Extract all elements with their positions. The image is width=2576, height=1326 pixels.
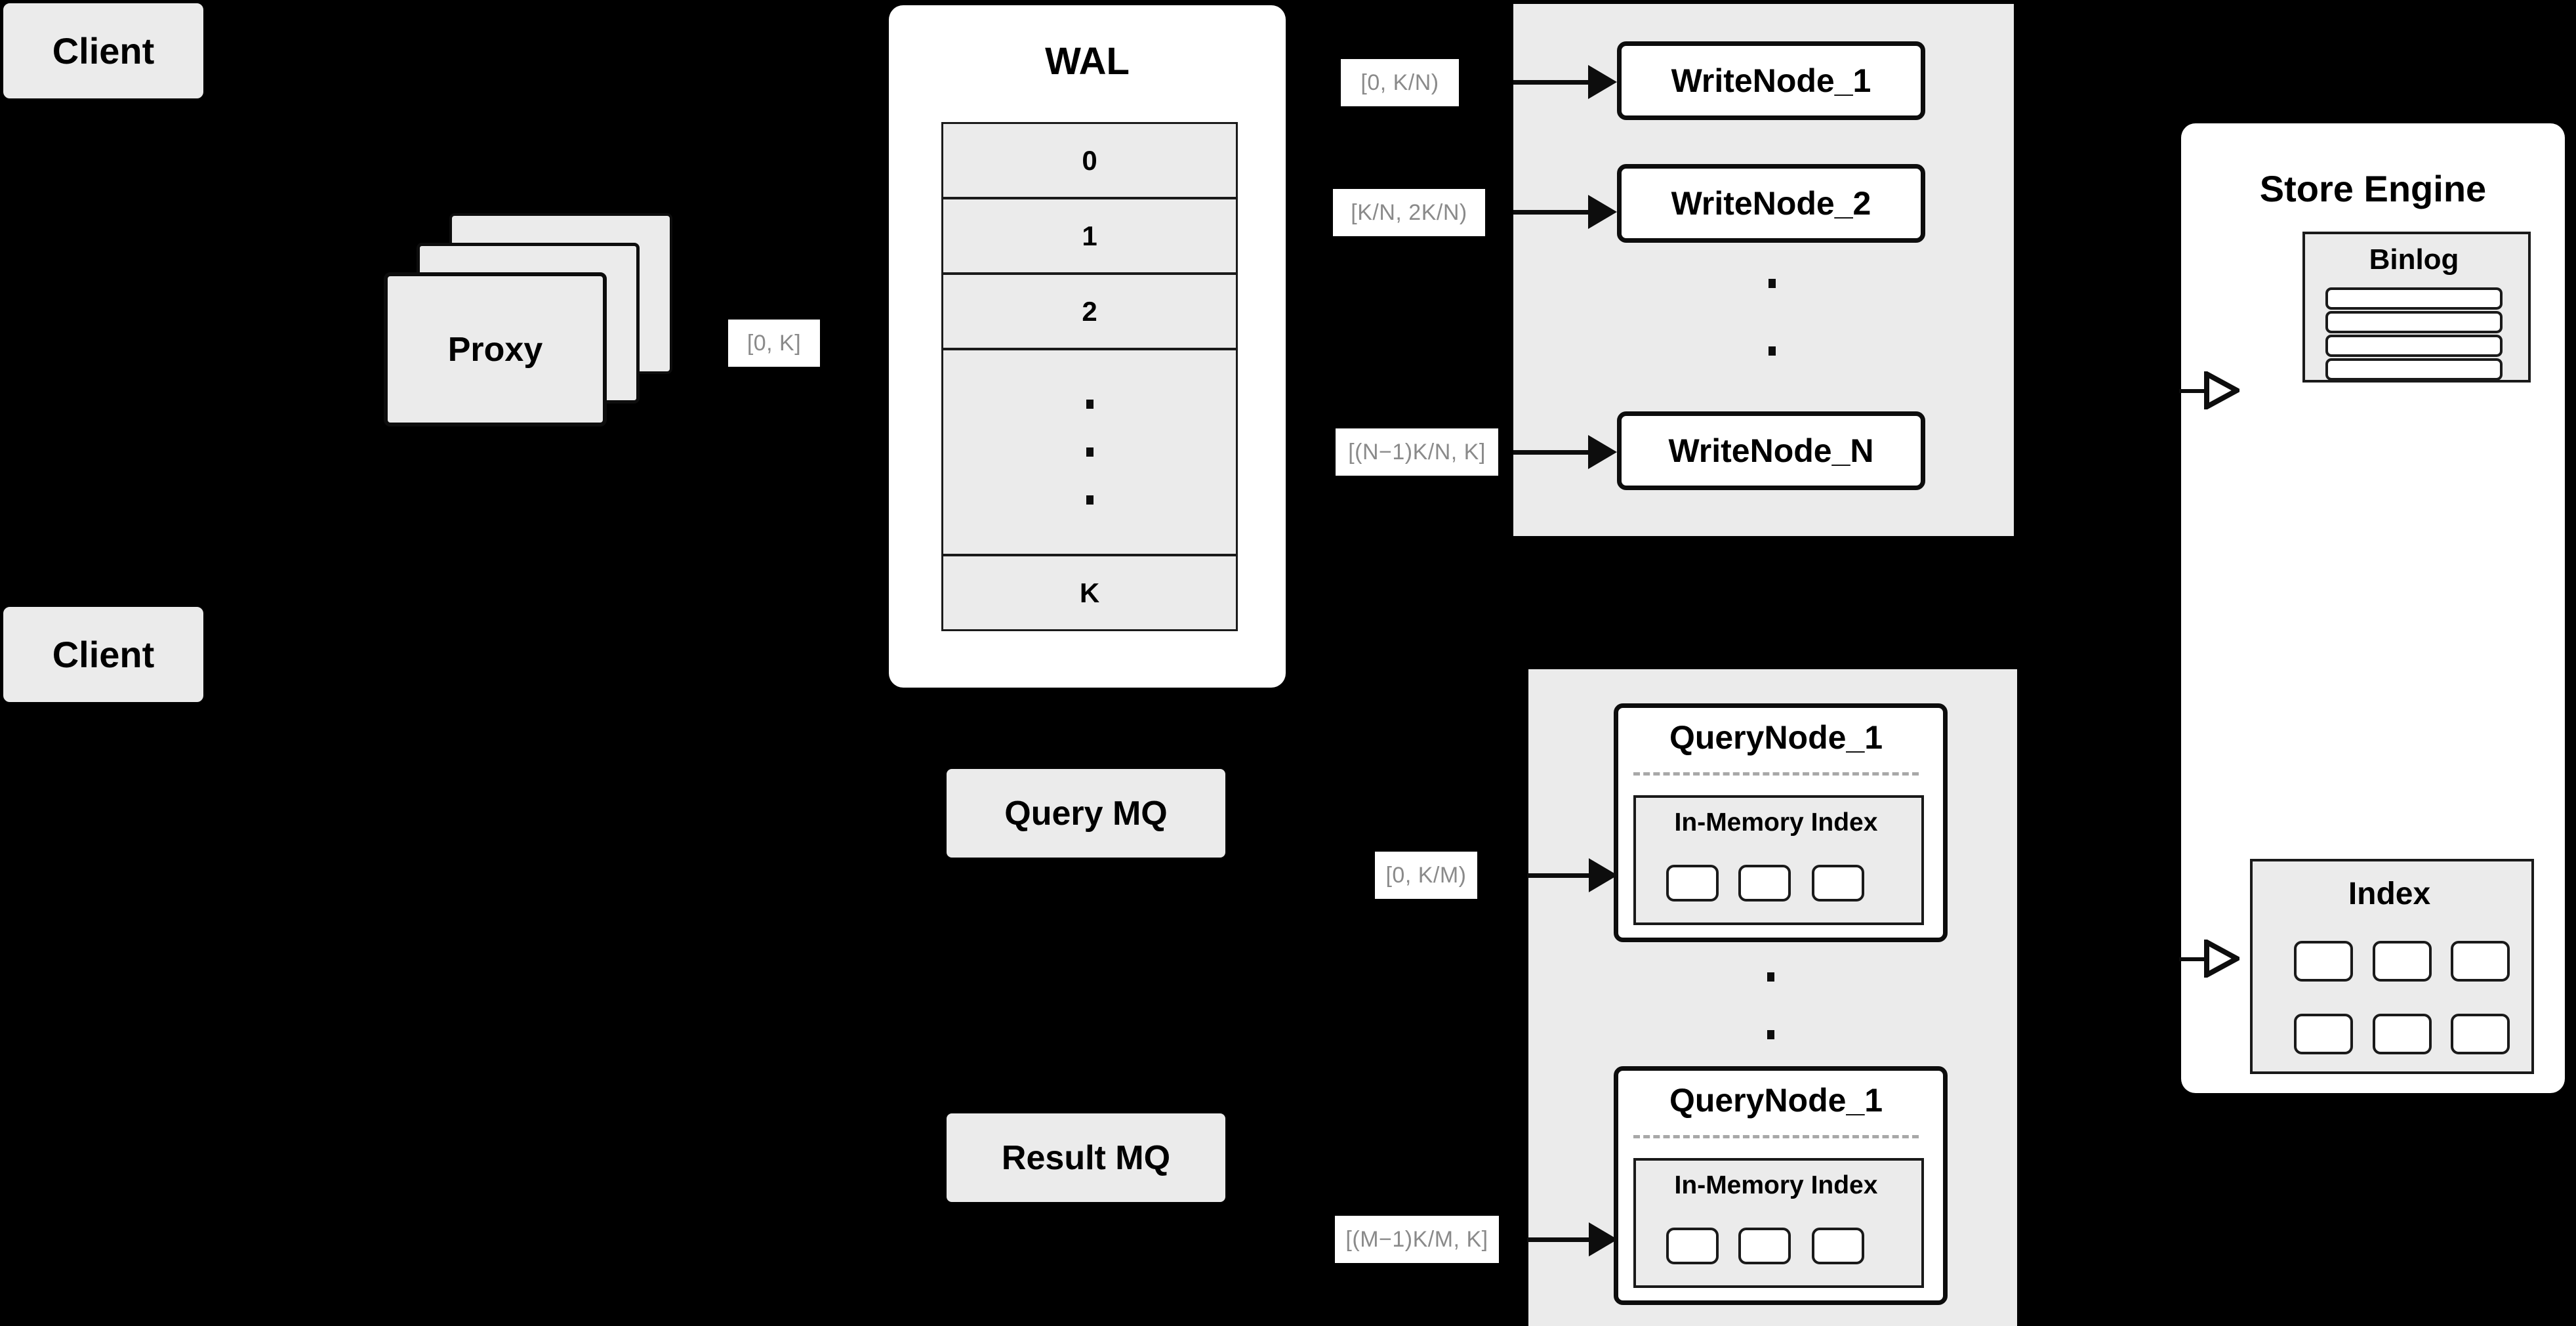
client-box-2[interactable]: Client [3,607,203,702]
index-shard-slot [1738,1228,1791,1264]
arrow-line-writenode-2 [1513,210,1592,215]
proxy-stack[interactable]: Proxy [384,213,676,426]
arrow-head-writenode-2 [1588,195,1617,229]
write-group-ellipsis [1767,279,1776,423]
store-index-cell [2451,941,2510,982]
arrow-line-writenode-n [1513,450,1592,455]
binlog-row [2325,287,2503,310]
client-box-1[interactable]: Client [3,3,203,98]
binlog-title: Binlog [2369,243,2459,276]
store-index-cell [2373,1014,2432,1054]
edge-label-querynode-2: [(M−1)K/M, K] [1335,1216,1499,1263]
store-engine-title: Store Engine [2259,168,2487,209]
ellipsis-dot [1086,495,1094,505]
store-index-title: Index [2348,877,2431,911]
arrow-head-open-to-binlog [2204,371,2239,409]
querynode-2-separator [1633,1135,1919,1138]
index-shard-slot [1812,865,1864,901]
ellipsis-dot [1086,447,1094,457]
edge-label-querynode-1: [0, K/M) [1375,852,1477,899]
edge-label-writenode-n: [(N−1)K/N, K] [1336,428,1498,476]
binlog-row [2325,335,2503,357]
querynode-2-inmemory-index [1633,1158,1924,1288]
wal-cell-0: 0 [941,122,1238,199]
edge-label-writenode-1: [0, K/N) [1341,59,1459,106]
index-shard-slot [1666,1228,1719,1264]
ellipsis-dot [1767,1030,1774,1039]
wal-cell-1: 1 [941,197,1238,274]
query-mq-label: Query MQ [1004,794,1168,833]
arrow-line-writenode-1 [1513,80,1592,85]
client-label-1: Client [52,30,155,72]
edge-label-proxy-to-wal-text: [0, K] [746,330,802,356]
writenode-n-label: WriteNode_N [1668,432,1874,469]
querynode-1-separator [1633,772,1919,776]
arrow-line-querynode-2 [1527,1237,1593,1242]
ellipsis-dot [1767,972,1774,982]
proxy-card-front[interactable]: Proxy [384,272,607,426]
result-mq-label: Result MQ [1001,1138,1171,1177]
proxy-label: Proxy [447,330,543,369]
ellipsis-dot [1086,400,1094,409]
arrow-head-open-to-store-index [2204,940,2239,978]
querynode-1-label: QueryNode_1 [1669,719,1883,756]
wal-cell-ellipsis [941,348,1238,556]
store-index-cell [2373,941,2432,982]
result-mq-box[interactable]: Result MQ [947,1113,1225,1202]
writenode-n[interactable]: WriteNode_N [1617,411,1925,490]
querynode-1-inmemory-index-title: In-Memory Index [1674,808,1878,837]
arrow-line-to-store-index [2179,957,2207,961]
arrow-head-writenode-1 [1588,65,1617,99]
client-label-2: Client [52,634,155,675]
arrow-line-to-binlog [2179,389,2207,393]
store-index-cell [2294,1014,2353,1054]
index-shard-slot [1812,1228,1864,1264]
wal-title: WAL [1045,40,1130,83]
wal-cell-k: K [941,554,1238,631]
querynode-2-inmemory-index-title: In-Memory Index [1674,1171,1878,1199]
ellipsis-dot [1768,346,1776,356]
ellipsis-dot [1768,279,1776,288]
index-shard-slot [1738,865,1791,901]
arrow-head-writenode-n [1588,435,1617,469]
wal-cell-2: 2 [941,273,1238,350]
store-index-cell [2294,941,2353,982]
index-shard-slot [1666,865,1719,901]
writenode-1-label: WriteNode_1 [1671,62,1871,99]
arrow-head-querynode-2 [1589,1222,1618,1256]
writenode-2-label: WriteNode_2 [1671,185,1871,222]
binlog-row [2325,358,2503,381]
store-index-cell [2451,1014,2510,1054]
querynode-1-inmemory-index [1633,795,1924,925]
querynode-2-label: QueryNode_1 [1669,1082,1883,1119]
arrow-line-querynode-1 [1527,873,1593,878]
writenode-1[interactable]: WriteNode_1 [1617,41,1925,120]
edge-label-writenode-2: [K/N, 2K/N) [1333,189,1485,236]
query-mq-box[interactable]: Query MQ [947,769,1225,858]
arrow-head-querynode-1 [1589,858,1618,892]
edge-label-proxy-to-wal: [0, K] [728,320,820,367]
wal-ellipsis-dots [1086,400,1094,505]
binlog-row [2325,311,2503,333]
writenode-2[interactable]: WriteNode_2 [1617,164,1925,243]
